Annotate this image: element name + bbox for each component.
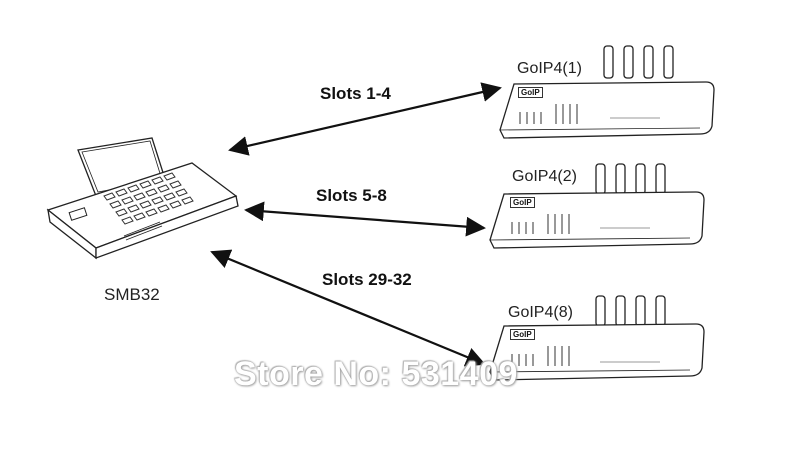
goip-label-8: GoIP4(8) [508,304,573,321]
goip-device-1 [499,45,715,139]
slot-label-1: Slots 1-4 [320,84,391,103]
goip-device-2 [489,163,705,249]
goip-badge-1: GoIP [518,87,543,98]
link-arrow-1 [228,82,502,156]
goip-device-8 [489,295,705,381]
goip-badge-8: GoIP [510,329,535,340]
link-arrow-3 [210,249,486,367]
watermark: Store No: 531409 [234,355,518,393]
smb32-label: SMB32 [104,285,160,304]
slot-label-3: Slots 29-32 [322,270,412,289]
smb32-device [46,137,239,260]
goip-label-1: GoIP4(1) [517,60,582,77]
link-arrow-2 [244,201,486,237]
goip-label-2: GoIP4(2) [512,168,577,185]
goip-badge-2: GoIP [510,197,535,208]
slot-label-2: Slots 5-8 [316,186,387,205]
